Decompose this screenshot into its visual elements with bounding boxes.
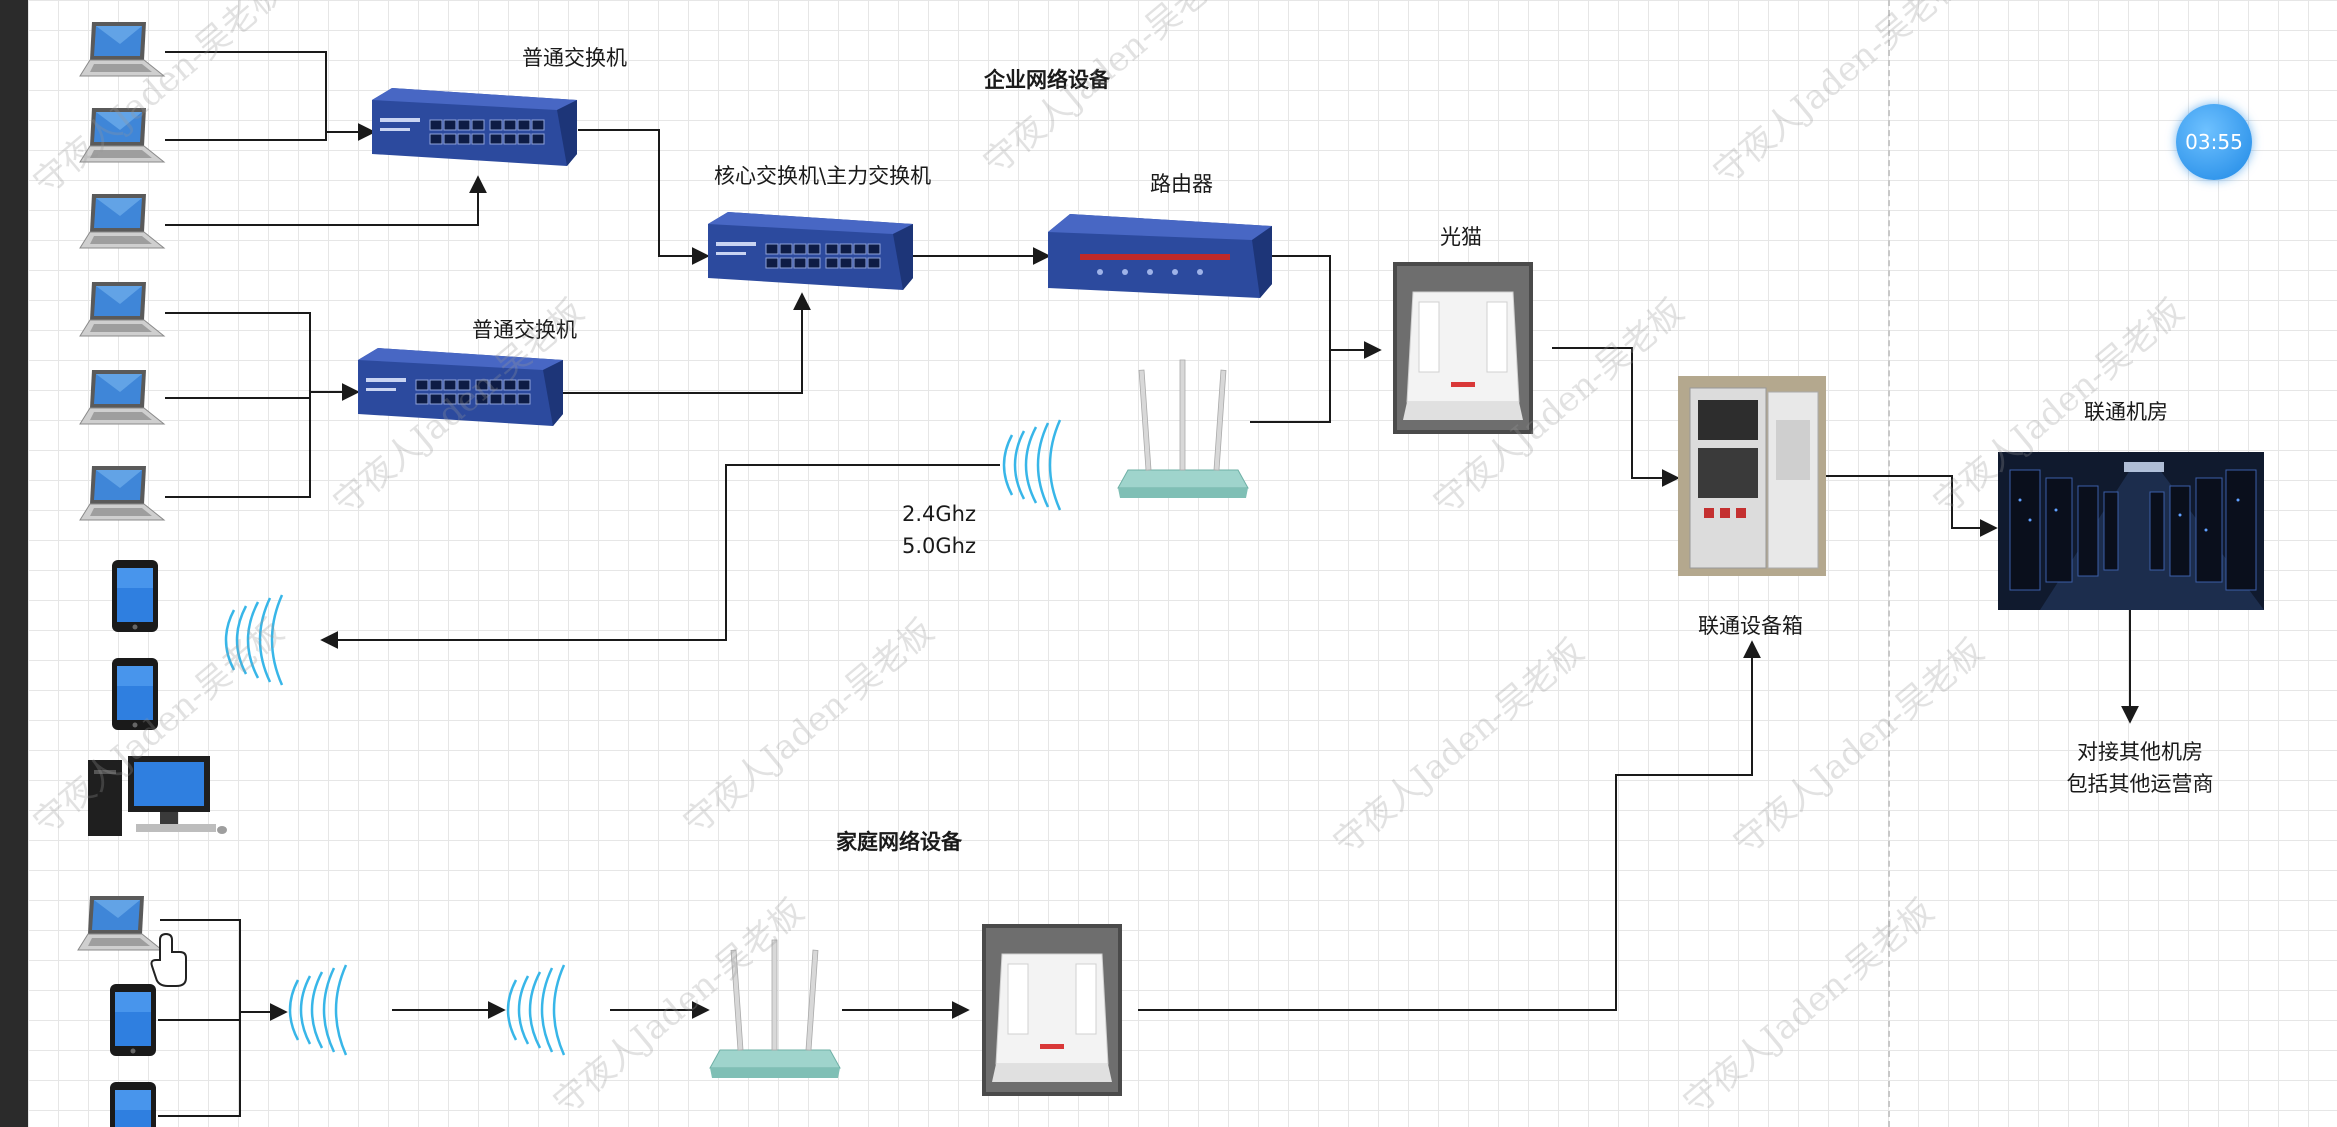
laptop-icon	[79, 193, 165, 249]
laptop-icon	[79, 21, 165, 77]
laptop-icon	[79, 465, 165, 521]
router-label: 路由器	[1150, 172, 1213, 196]
optical-modem-photo	[1392, 261, 1534, 435]
freq-label-50: 5.0Ghz	[902, 534, 977, 558]
page-boundary-guide	[1888, 0, 1890, 1127]
phone-icon	[110, 984, 156, 1056]
router-icon	[1048, 214, 1272, 298]
left-toolbar-strip	[0, 0, 28, 1127]
laptop-icon	[77, 895, 163, 951]
home-optical-modem-photo	[981, 923, 1123, 1097]
enterprise-section-title: 企业网络设备	[984, 68, 1110, 92]
laptop-icon	[79, 281, 165, 337]
datacenter-photo	[1998, 452, 2264, 610]
recording-timer[interactable]: 03:55	[2176, 104, 2252, 180]
optical-modem-label: 光猫	[1440, 225, 1482, 249]
unicom-room-label: 联通机房	[2084, 400, 2168, 424]
hand-cursor-icon	[150, 932, 187, 987]
switch-icon	[357, 347, 564, 427]
phone-icon	[112, 658, 158, 730]
phone-icon	[110, 1082, 156, 1127]
home-section-title: 家庭网络设备	[836, 830, 962, 854]
wifi-signal-icon	[1002, 418, 1062, 512]
switch-label: 普通交换机	[472, 318, 577, 342]
freq-label-24: 2.4Ghz	[902, 502, 977, 526]
core-switch-label: 核心交换机\主力交换机	[714, 164, 932, 188]
other-rooms-label: 对接其他机房 包括其他运营商	[2042, 736, 2238, 800]
laptop-icon	[79, 369, 165, 425]
wifi-signal-icon	[506, 963, 566, 1057]
wifi-signal-icon	[224, 593, 284, 687]
wifi-router-icon	[1117, 359, 1249, 499]
other-rooms-line-2: 包括其他运营商	[2066, 772, 2214, 796]
wifi-signal-icon	[288, 963, 348, 1057]
unicom-box-label: 联通设备箱	[1698, 614, 1803, 638]
core-switch-icon	[707, 211, 914, 291]
other-rooms-line-1: 对接其他机房	[2077, 740, 2203, 764]
laptop-icon	[79, 107, 165, 163]
wifi-router-icon	[709, 939, 841, 1079]
desktop-computer-icon	[88, 756, 227, 836]
unicom-cabinet-photo	[1678, 376, 1826, 576]
switch-icon	[371, 87, 578, 167]
diagram-canvas[interactable]	[28, 0, 2337, 1127]
switch-label: 普通交换机	[522, 46, 627, 70]
phone-icon	[112, 560, 158, 632]
